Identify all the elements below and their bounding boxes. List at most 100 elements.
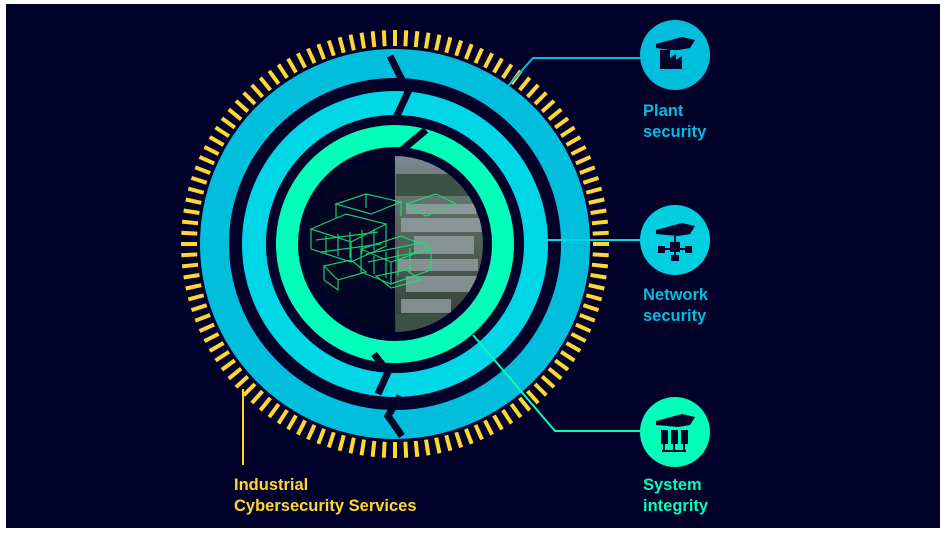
tick-mark xyxy=(559,350,576,363)
tick-mark xyxy=(250,389,264,405)
tick-mark xyxy=(381,30,387,47)
tick-mark xyxy=(286,414,298,431)
tick-mark xyxy=(570,332,587,343)
middle-ring xyxy=(242,91,548,397)
tick-mark xyxy=(267,403,281,419)
tick-mark xyxy=(518,76,532,92)
tick-mark xyxy=(403,30,409,47)
tick-mark xyxy=(492,414,504,431)
cybersecurity-diagram xyxy=(181,20,710,467)
network-security-label-line2: security xyxy=(643,307,707,325)
tick-mark xyxy=(492,57,504,74)
tick-mark xyxy=(258,396,272,412)
tick-mark xyxy=(194,313,211,323)
tick-mark xyxy=(547,367,563,381)
tick-mark xyxy=(464,428,474,445)
tick-mark xyxy=(413,30,420,48)
tick-mark xyxy=(540,99,556,113)
tick-mark xyxy=(326,39,336,57)
tick-mark xyxy=(423,32,431,49)
tick-mark xyxy=(591,262,609,269)
tick-mark xyxy=(434,34,442,51)
tick-mark xyxy=(185,197,202,205)
tick-mark xyxy=(258,76,272,92)
tick-mark xyxy=(250,83,264,99)
tick-mark xyxy=(286,57,298,74)
tick-mark xyxy=(203,145,220,156)
system-integrity-label-line2: integrity xyxy=(643,497,709,515)
tick-mark xyxy=(242,91,257,106)
diagram-canvas: Plant security Network security System i… xyxy=(6,4,940,528)
tick-mark xyxy=(190,303,208,313)
tick-mark xyxy=(588,283,605,291)
tick-mark xyxy=(518,396,532,412)
tick-mark xyxy=(590,272,607,280)
tick-mark xyxy=(185,283,202,291)
tick-mark xyxy=(575,322,592,333)
factory-icon xyxy=(656,37,695,69)
tick-mark xyxy=(483,52,494,69)
tick-mark xyxy=(454,39,464,57)
system-integrity-node xyxy=(640,397,710,467)
tick-mark xyxy=(359,32,367,49)
tick-mark xyxy=(306,424,317,441)
tick-mark xyxy=(370,440,377,458)
tick-mark xyxy=(526,389,540,405)
tick-mark xyxy=(220,358,236,372)
tick-mark xyxy=(208,135,225,147)
tick-mark xyxy=(434,437,442,454)
tick-mark xyxy=(326,431,336,449)
tick-mark xyxy=(227,367,243,381)
tick-mark xyxy=(316,428,326,445)
tick-mark xyxy=(592,252,609,258)
tick-mark xyxy=(276,408,289,425)
tick-mark xyxy=(588,197,605,205)
tick-mark xyxy=(183,272,200,280)
tick-mark xyxy=(234,375,250,389)
ics-label-line1: Industrial xyxy=(234,476,309,494)
tick-mark xyxy=(554,116,570,130)
tick-mark xyxy=(592,230,609,236)
tick-mark xyxy=(276,63,289,80)
connector-lines xyxy=(242,57,643,465)
tick-mark xyxy=(234,99,250,113)
tick-mark xyxy=(296,419,307,436)
tick-mark xyxy=(533,382,548,397)
tick-mark xyxy=(444,36,453,54)
tick-mark xyxy=(267,69,281,85)
tick-mark xyxy=(559,125,576,138)
tick-mark xyxy=(316,43,326,60)
tick-mark xyxy=(381,441,387,458)
system-integrity-label: System integrity xyxy=(643,475,708,517)
tick-mark xyxy=(306,47,317,64)
tick-mark xyxy=(565,135,582,147)
plant-security-node xyxy=(640,20,710,90)
tick-mark xyxy=(337,434,346,452)
tick-mark xyxy=(187,186,205,195)
tick-mark xyxy=(403,441,409,458)
tick-mark xyxy=(501,408,514,425)
tick-mark xyxy=(296,52,307,69)
tick-mark xyxy=(444,434,453,452)
tick-mark xyxy=(554,358,570,372)
network-icon xyxy=(656,223,695,261)
tick-mark xyxy=(585,186,603,195)
tick-mark xyxy=(547,107,563,121)
plant-security-label-line1: Plant xyxy=(643,102,684,120)
network-security-label: Network security xyxy=(643,285,708,327)
tick-mark xyxy=(220,116,236,130)
tick-mark xyxy=(181,219,199,226)
tick-mark xyxy=(575,155,592,166)
tick-mark xyxy=(473,47,484,64)
network-security-node xyxy=(640,205,710,275)
tick-mark xyxy=(501,63,514,80)
network-security-label-line1: Network xyxy=(643,286,709,304)
tick-mark xyxy=(473,424,484,441)
tick-mark xyxy=(187,293,205,302)
tick-mark xyxy=(227,107,243,121)
plant-security-label: Plant security xyxy=(643,101,706,143)
ics-label-line2: Cybersecurity Services xyxy=(234,497,417,515)
tick-mark xyxy=(413,440,420,458)
tick-mark xyxy=(509,403,523,419)
tick-mark xyxy=(208,341,225,353)
